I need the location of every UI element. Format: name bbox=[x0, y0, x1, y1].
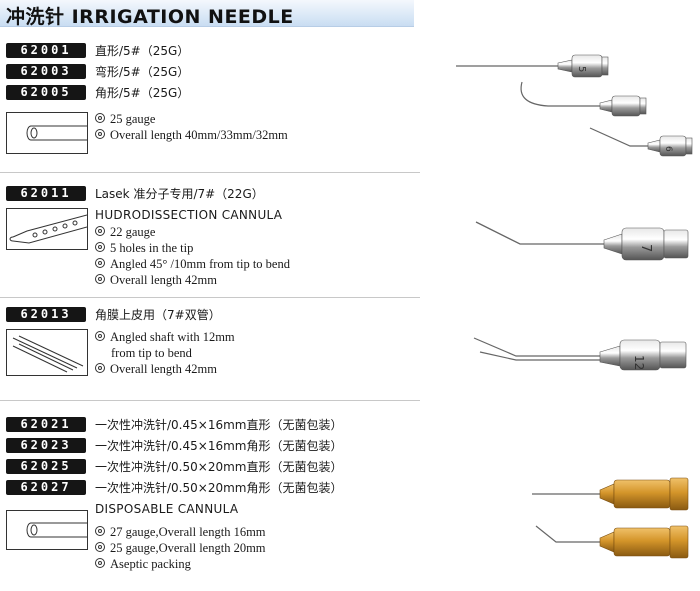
hub-label: 5 bbox=[576, 66, 587, 72]
spec-line: Angled shaft with 12mm bbox=[95, 330, 235, 345]
product-title: HUDRODISSECTION CANNULA bbox=[95, 208, 283, 222]
product-title: DISPOSABLE CANNULA bbox=[95, 502, 239, 516]
bullet-icon bbox=[95, 113, 105, 123]
bullet-icon bbox=[95, 542, 105, 552]
tip-thumbnail bbox=[6, 112, 88, 154]
bullet-icon bbox=[95, 258, 105, 268]
spec-line: 22 gauge bbox=[95, 225, 155, 240]
bullet-icon bbox=[95, 226, 105, 236]
product-code: 62023 bbox=[6, 438, 86, 453]
bullet-icon bbox=[95, 363, 105, 373]
product-code: 62025 bbox=[6, 459, 86, 474]
spec-line: Aseptic packing bbox=[95, 557, 191, 572]
header-bar: 冲洗针 IRRIGATION NEEDLE bbox=[0, 0, 414, 28]
section-divider bbox=[0, 297, 420, 298]
hydrodissection-tip-drawing bbox=[9, 214, 88, 244]
spec-line: Angled 45° /10mm from tip to bend bbox=[95, 257, 290, 272]
product-code: 62005 bbox=[6, 85, 86, 100]
hub-label: 12 bbox=[632, 355, 646, 370]
product-code: 62013 bbox=[6, 307, 86, 322]
spec-line: from tip to bend bbox=[111, 346, 192, 360]
product-name: 角膜上皮用（7#双管） bbox=[95, 308, 221, 322]
product-code: 62011 bbox=[6, 186, 86, 201]
tip-thumbnail bbox=[6, 208, 88, 250]
tip-thumbnail bbox=[6, 329, 88, 376]
spec-line: Overall length 42mm bbox=[95, 362, 217, 377]
product-name: 一次性冲洗针/0.45×16mm角形（无菌包装） bbox=[95, 439, 343, 453]
straight-needle-image: 5 bbox=[456, 54, 609, 78]
double-tube-cannula-image: 12 bbox=[473, 337, 687, 371]
product-name: 角形/5#（25G） bbox=[95, 86, 190, 100]
spec-line: 25 gauge bbox=[95, 112, 155, 127]
product-code: 62021 bbox=[6, 417, 86, 432]
product-code: 62001 bbox=[6, 43, 86, 58]
spec-line: 27 gauge,Overall length 16mm bbox=[95, 525, 266, 540]
section-divider bbox=[0, 172, 420, 173]
bullet-icon bbox=[95, 274, 105, 284]
double-tube-tip-drawing bbox=[12, 335, 84, 373]
product-name: 弯形/5#（25G） bbox=[95, 65, 190, 79]
tip-thumbnail bbox=[6, 510, 88, 550]
curved-needle-image bbox=[520, 81, 647, 117]
spec-line: 5 holes in the tip bbox=[95, 241, 193, 256]
hub-label: 6 bbox=[663, 146, 673, 152]
product-code: 62027 bbox=[6, 480, 86, 495]
hub-label: 7 bbox=[638, 244, 653, 252]
angled-disposable-cannula-image bbox=[535, 525, 689, 559]
bullet-icon bbox=[95, 242, 105, 252]
product-code: 62003 bbox=[6, 64, 86, 79]
bullet-icon bbox=[95, 129, 105, 139]
hydrodissection-cannula-image: 7 bbox=[475, 221, 689, 261]
product-name: 一次性冲洗针/0.50×20mm角形（无菌包装） bbox=[95, 481, 343, 495]
bullet-icon bbox=[95, 526, 105, 536]
product-name: Lasek 准分子专用/7#（22G） bbox=[95, 187, 264, 201]
straight-tip-drawing bbox=[26, 125, 87, 141]
straight-disposable-cannula-image bbox=[532, 477, 689, 511]
product-name: 一次性冲洗针/0.45×16mm直形（无菌包装） bbox=[95, 418, 343, 432]
product-name: 一次性冲洗针/0.50×20mm直形（无菌包装） bbox=[95, 460, 343, 474]
bullet-icon bbox=[95, 331, 105, 341]
bullet-icon bbox=[95, 558, 105, 568]
spec-line: Overall length 40mm/33mm/32mm bbox=[95, 128, 288, 143]
spec-line: 25 gauge,Overall length 20mm bbox=[95, 541, 266, 556]
product-name: 直形/5#（25G） bbox=[95, 44, 190, 58]
disposable-tip-drawing bbox=[26, 522, 87, 538]
angled-needle-image: 6 bbox=[589, 127, 693, 157]
spec-line: Overall length 42mm bbox=[95, 273, 217, 288]
page-title: 冲洗针 IRRIGATION NEEDLE bbox=[6, 6, 294, 28]
section-divider bbox=[0, 400, 420, 401]
